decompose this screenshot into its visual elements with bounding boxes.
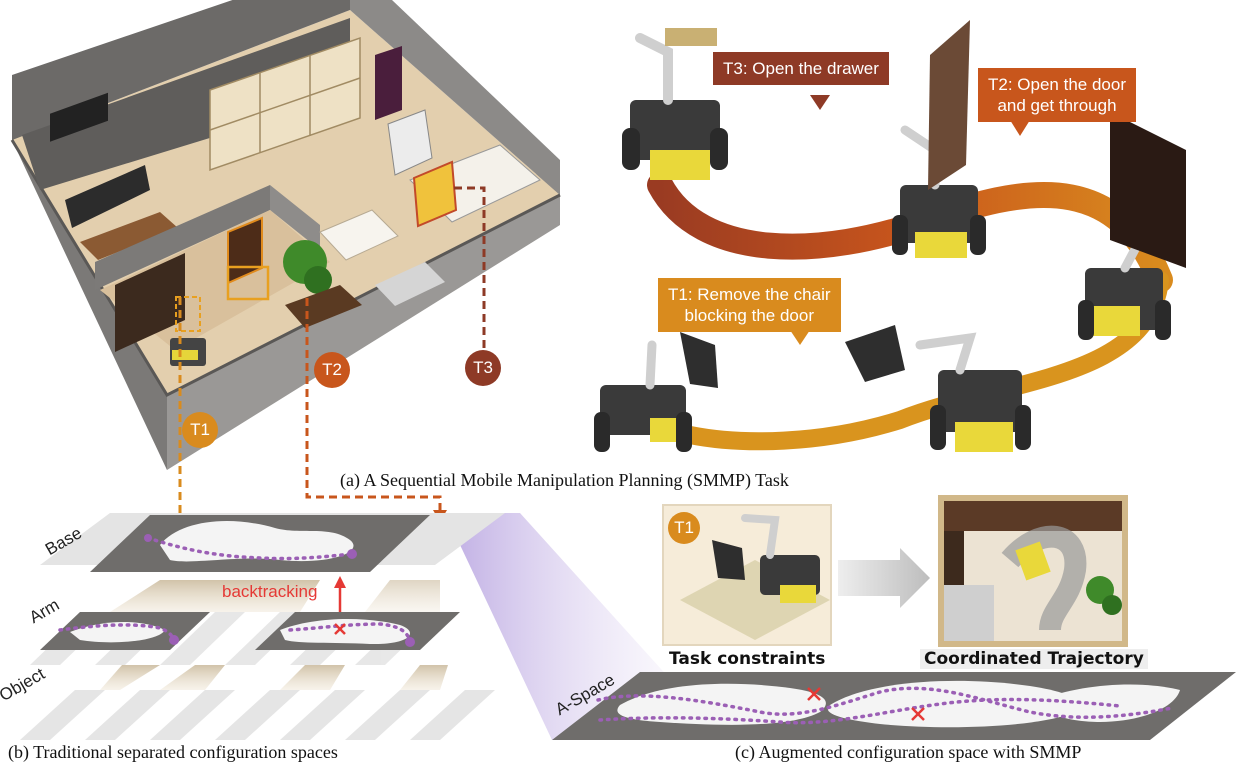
a-space-free-1 <box>617 683 826 725</box>
a-space-path-1 <box>596 686 1174 719</box>
inner-wall-2 <box>270 185 320 250</box>
t2-route <box>305 298 442 512</box>
object-plane-stripes <box>20 690 495 740</box>
base-path <box>146 536 354 561</box>
purple-projection <box>445 513 680 740</box>
study-bookshelf <box>115 253 185 352</box>
chair-highlight <box>226 265 270 301</box>
t1-badge: T1 <box>182 412 218 448</box>
caption-a: (a) A Sequential Mobile Manipulation Pla… <box>340 470 789 490</box>
t3-route <box>454 186 486 352</box>
fridge <box>387 109 433 176</box>
t3-bubble: T3: Open the drawer <box>713 52 889 85</box>
task-constraints-label: Task constraints <box>669 649 826 669</box>
trajectory-arc-lower <box>681 271 1169 451</box>
apartment-model <box>10 0 561 470</box>
office-chair-2 <box>845 325 905 382</box>
separated-spaces <box>20 513 680 740</box>
arm-path-2 <box>288 622 412 644</box>
a-space-fail-mark-1 <box>807 687 821 701</box>
a-space-path-2 <box>598 697 1122 725</box>
coffee-table <box>80 212 178 260</box>
t3-badge: T3 <box>465 350 501 386</box>
robot-t2-a <box>892 20 986 258</box>
inset-t1-badge: T1 <box>668 512 700 544</box>
t2-badge: T2 <box>314 352 350 388</box>
robot-t2-b <box>1078 112 1186 340</box>
purple-door <box>375 46 402 120</box>
arm-fail-mark <box>334 623 346 635</box>
caption-b: (b) Traditional separated configuration … <box>8 742 338 762</box>
t2-bubble: T2: Open the door and get through <box>978 68 1136 122</box>
augmented-space <box>552 495 1236 740</box>
robot-t3 <box>622 28 728 180</box>
sofa <box>65 165 150 228</box>
inner-wall <box>95 185 270 290</box>
caption-c: (c) Augmented configuration space with S… <box>735 742 1082 762</box>
kitchen-drawer <box>412 160 458 228</box>
apartment-right-wall <box>350 0 560 195</box>
robot-t1-b <box>845 325 1031 452</box>
backtracking-label: backtracking <box>222 582 318 601</box>
a-space-fail-mark-2 <box>911 707 925 721</box>
t1-bubble: T1: Remove the chair blocking the door <box>658 278 841 332</box>
coordinated-trajectory-label: Coordinated Trajectory <box>920 649 1148 669</box>
bed <box>375 262 445 306</box>
office-chair-1 <box>680 332 718 388</box>
desk <box>285 285 362 328</box>
transition-arrow <box>838 548 930 608</box>
picture-frame <box>50 92 108 142</box>
dining-table <box>319 209 399 261</box>
robot-t1-a <box>594 332 718 452</box>
bookshelf <box>209 36 361 172</box>
back-wall-face <box>22 18 350 190</box>
